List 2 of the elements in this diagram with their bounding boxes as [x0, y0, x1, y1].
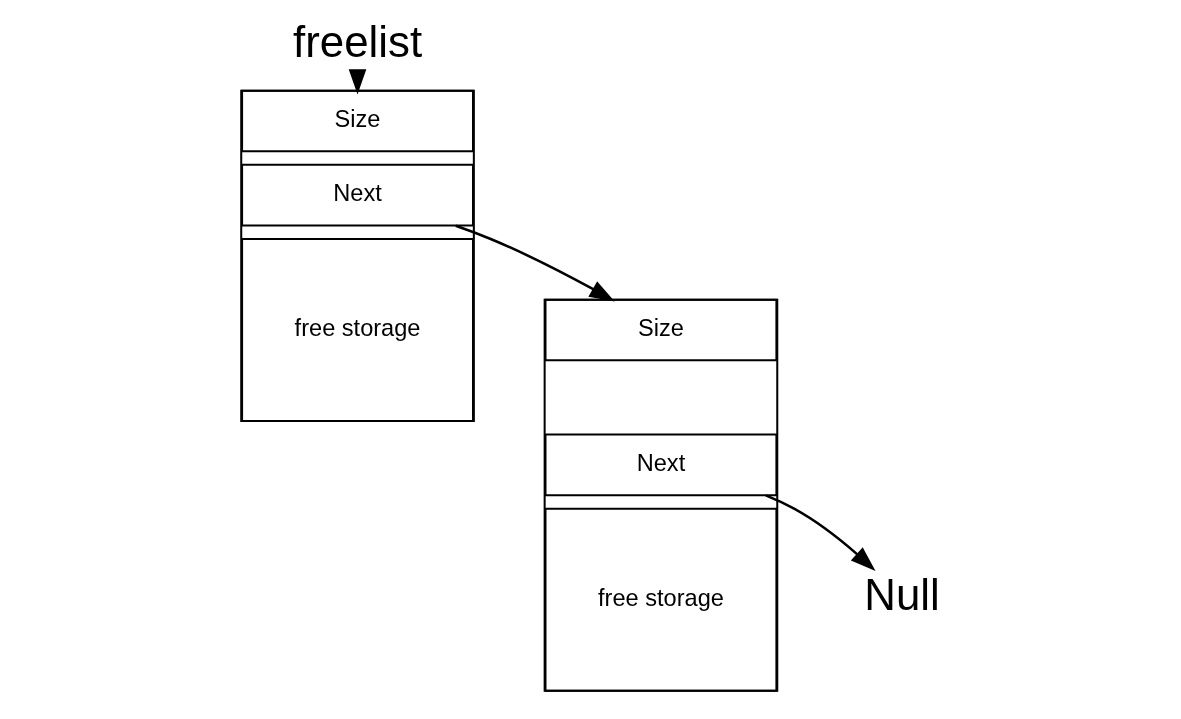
node-text: freelist	[292, 16, 422, 66]
node-text: Null	[863, 570, 940, 620]
